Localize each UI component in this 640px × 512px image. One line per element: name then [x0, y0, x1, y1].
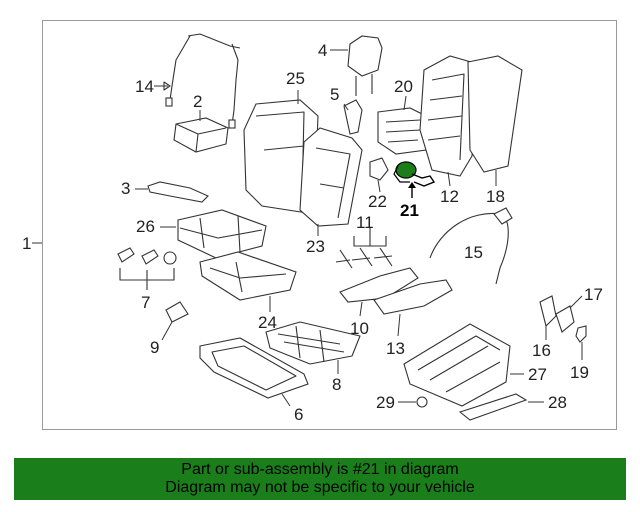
label-part-15[interactable]: 15: [464, 243, 483, 262]
part-8-spring-mat[interactable]: [265, 321, 361, 365]
label-part-25[interactable]: 25: [286, 69, 305, 88]
label-part-8[interactable]: 8: [332, 375, 341, 394]
label-part-20[interactable]: 20: [394, 77, 413, 96]
part-21-lumbar-motor[interactable]: [393, 161, 436, 187]
label-part-11[interactable]: 11: [356, 213, 374, 232]
info-banner: Part or sub-assembly is #21 in diagram D…: [14, 458, 626, 500]
part-3-bracket[interactable]: [147, 181, 209, 203]
part-17-cover[interactable]: [555, 305, 575, 333]
part-10-side-trim[interactable]: [339, 267, 419, 303]
part-7-clips[interactable]: [117, 247, 177, 290]
label-part-6[interactable]: 6: [294, 405, 303, 424]
banner-line-2: Diagram may not be specific to your vehi…: [165, 479, 475, 496]
part-24-cushion-base[interactable]: [199, 251, 297, 301]
label-part-14[interactable]: 14: [135, 77, 154, 96]
label-part-21[interactable]: 21: [400, 201, 419, 220]
part-28-rail-cover[interactable]: [458, 393, 528, 421]
label-part-22[interactable]: 22: [368, 192, 387, 211]
part-11-pins[interactable]: [335, 228, 393, 269]
part-14-wire[interactable]: [165, 33, 241, 129]
part-9-cap[interactable]: [165, 301, 189, 323]
part-6-seat-frame[interactable]: [199, 337, 309, 399]
part-26-cushion-pad[interactable]: [177, 209, 267, 259]
part-23-seatback-cover[interactable]: [299, 127, 363, 227]
label-part-7[interactable]: 7: [141, 293, 150, 312]
parts-diagram: 1 14 2 3 26 7 9 24: [22, 33, 603, 424]
part-18-screw[interactable]: [575, 325, 587, 343]
label-part-13[interactable]: 12: [440, 187, 459, 206]
label-part-23[interactable]: 23: [306, 237, 325, 256]
label-part-12[interactable]: 13: [386, 339, 405, 358]
label-part-3[interactable]: 3: [121, 179, 130, 198]
part-5-headrest-guide[interactable]: [343, 99, 363, 135]
part-27-seat-track[interactable]: [403, 323, 511, 407]
part-29-bolt[interactable]: [416, 396, 428, 408]
label-part-29[interactable]: 29: [376, 393, 395, 412]
part-19-rear-board[interactable]: [467, 55, 523, 173]
label-part-26[interactable]: 26: [136, 217, 155, 236]
label-part-10[interactable]: 10: [350, 319, 369, 338]
label-part-19[interactable]: 18: [486, 187, 505, 206]
label-part-4[interactable]: 4: [318, 41, 327, 60]
label-part-27[interactable]: 27: [528, 365, 547, 384]
part-16-cover[interactable]: [539, 295, 557, 328]
label-part-24[interactable]: 24: [258, 313, 277, 332]
part-22-knob[interactable]: [369, 157, 389, 181]
part-20-lumbar-panel[interactable]: [377, 107, 431, 155]
label-part-5[interactable]: 5: [330, 85, 339, 104]
label-part-2[interactable]: 2: [193, 92, 202, 111]
part-4-headrest[interactable]: [347, 35, 383, 96]
label-part-9[interactable]: 9: [150, 338, 159, 357]
label-part-16[interactable]: 16: [532, 341, 551, 360]
part-13-seatback-frame[interactable]: [419, 55, 479, 177]
label-part-18[interactable]: 19: [570, 363, 589, 382]
banner-line-1: Part or sub-assembly is #21 in diagram: [181, 461, 459, 478]
label-assembly-1[interactable]: 1: [22, 234, 31, 253]
part-15-cable[interactable]: [429, 207, 513, 285]
part-2-box[interactable]: [173, 117, 229, 153]
part-12-side-trim[interactable]: [373, 279, 453, 315]
label-part-28[interactable]: 28: [548, 393, 567, 412]
label-part-17[interactable]: 17: [584, 285, 603, 304]
